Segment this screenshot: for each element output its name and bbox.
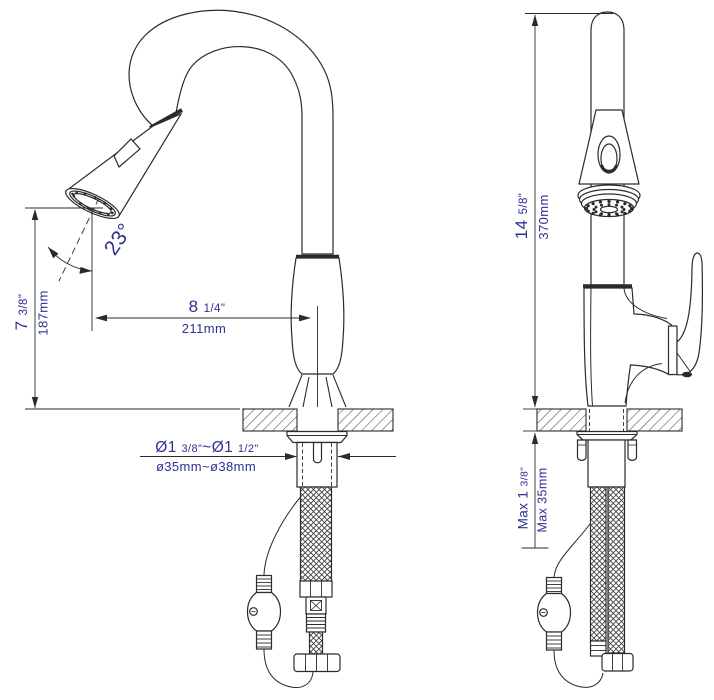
- hole-diameter-metric: ø35mm~ø38mm: [156, 459, 256, 474]
- left-view: 7 3/8" 187mm 23° 8 1/4" 211mm Ø1 3/8"~Ø1…: [12, 9, 396, 688]
- arrowhead-right: [299, 314, 311, 322]
- weight-spring-top: [255, 574, 273, 594]
- arrowhead-left: [338, 453, 350, 460]
- spray-nozzle-dots: [71, 191, 114, 216]
- shank-hidden-through-counter: [589, 409, 624, 431]
- weight-spring-top: [545, 576, 563, 595]
- dim-spray-angle: [47, 197, 100, 331]
- hose-weight: [246, 574, 282, 650]
- aerator-center: [599, 205, 619, 214]
- nozzle-dots-inner: [592, 203, 626, 216]
- arrowhead-right: [285, 453, 297, 460]
- weight-cable: [263, 494, 314, 688]
- handle-lever: [676, 252, 703, 376]
- countertop-right-view: [523, 408, 683, 432]
- spout-height-metric: 187mm: [36, 290, 51, 335]
- hose-lower: [308, 631, 324, 655]
- angle-arrow-left: [48, 247, 59, 259]
- pulldown-hose: [589, 486, 607, 642]
- max-thickness-metric: Max 35mm: [536, 467, 550, 532]
- dim-spout-reach: [95, 314, 311, 322]
- angle-dashed-line: [58, 197, 100, 282]
- supply-connector-nut: [293, 653, 341, 673]
- body-contour-lines: [590, 287, 668, 407]
- weight-spring-bottom: [255, 630, 273, 650]
- spray-angle-label: 23°: [100, 219, 138, 259]
- arrowhead-up: [531, 14, 539, 26]
- dim-overall-height: [525, 13, 613, 408]
- handle-hub-cap: [667, 325, 678, 376]
- overall-height-imperial: 14 5/8": [512, 193, 531, 240]
- max-thickness-imperial: Max 1 3/8": [516, 467, 531, 530]
- dim-max-counter-thickness: [521, 432, 549, 549]
- angle-arrow-right: [79, 266, 92, 274]
- dim-spout-height: [25, 207, 240, 410]
- arrowhead-up: [31, 209, 39, 220]
- arrowhead-down: [31, 397, 39, 408]
- spout-reach-metric: 211mm: [182, 321, 226, 336]
- hose-hex-fitting: [299, 580, 333, 598]
- wand-pause-clip: [113, 138, 141, 168]
- pulldown-hose-fitting: [589, 640, 607, 657]
- spout-reach-imperial: 8 1/4": [189, 297, 226, 316]
- mounting-stud-left: [576, 439, 587, 461]
- weight-spring-bottom: [545, 631, 563, 651]
- weight-cable: [553, 519, 604, 688]
- body-base-flare: [288, 374, 347, 408]
- arrowhead-down: [531, 396, 539, 408]
- shank-hidden-bore: [302, 443, 332, 487]
- mounting-flange: [286, 430, 348, 444]
- gooseneck-spout: [128, 9, 334, 255]
- hose-spring: [305, 613, 327, 633]
- faucet-body-side: [583, 287, 675, 407]
- supply-connector-nut: [601, 652, 634, 672]
- mounting-flange: [576, 430, 638, 441]
- overall-height-metric: 370mm: [536, 194, 551, 239]
- diverter-button: [597, 135, 621, 174]
- right-view: 14 5/8" 370mm Max 1 3/8" Max 35mm: [512, 11, 703, 688]
- nozzle-dots-outer: [584, 199, 634, 218]
- braided-hose: [299, 486, 333, 582]
- mounting-shank: [587, 439, 626, 488]
- hose-guide-pin: [312, 441, 323, 464]
- dim-mounting-hole: [140, 453, 396, 460]
- hose-weight: [536, 576, 572, 651]
- spout-height-imperial: 7 3/8": [12, 294, 31, 331]
- supply-hose: [607, 486, 626, 654]
- hose-coupler: [305, 596, 327, 615]
- handle-end-nub: [682, 371, 692, 378]
- arrowhead-left: [95, 314, 107, 322]
- hole-diameter-imperial: Ø1 3/8"~Ø1 1/2": [155, 439, 258, 456]
- countertop-left-view: [242, 408, 394, 432]
- mounting-stud-right: [627, 439, 638, 461]
- handle-skirt-line: [676, 352, 691, 373]
